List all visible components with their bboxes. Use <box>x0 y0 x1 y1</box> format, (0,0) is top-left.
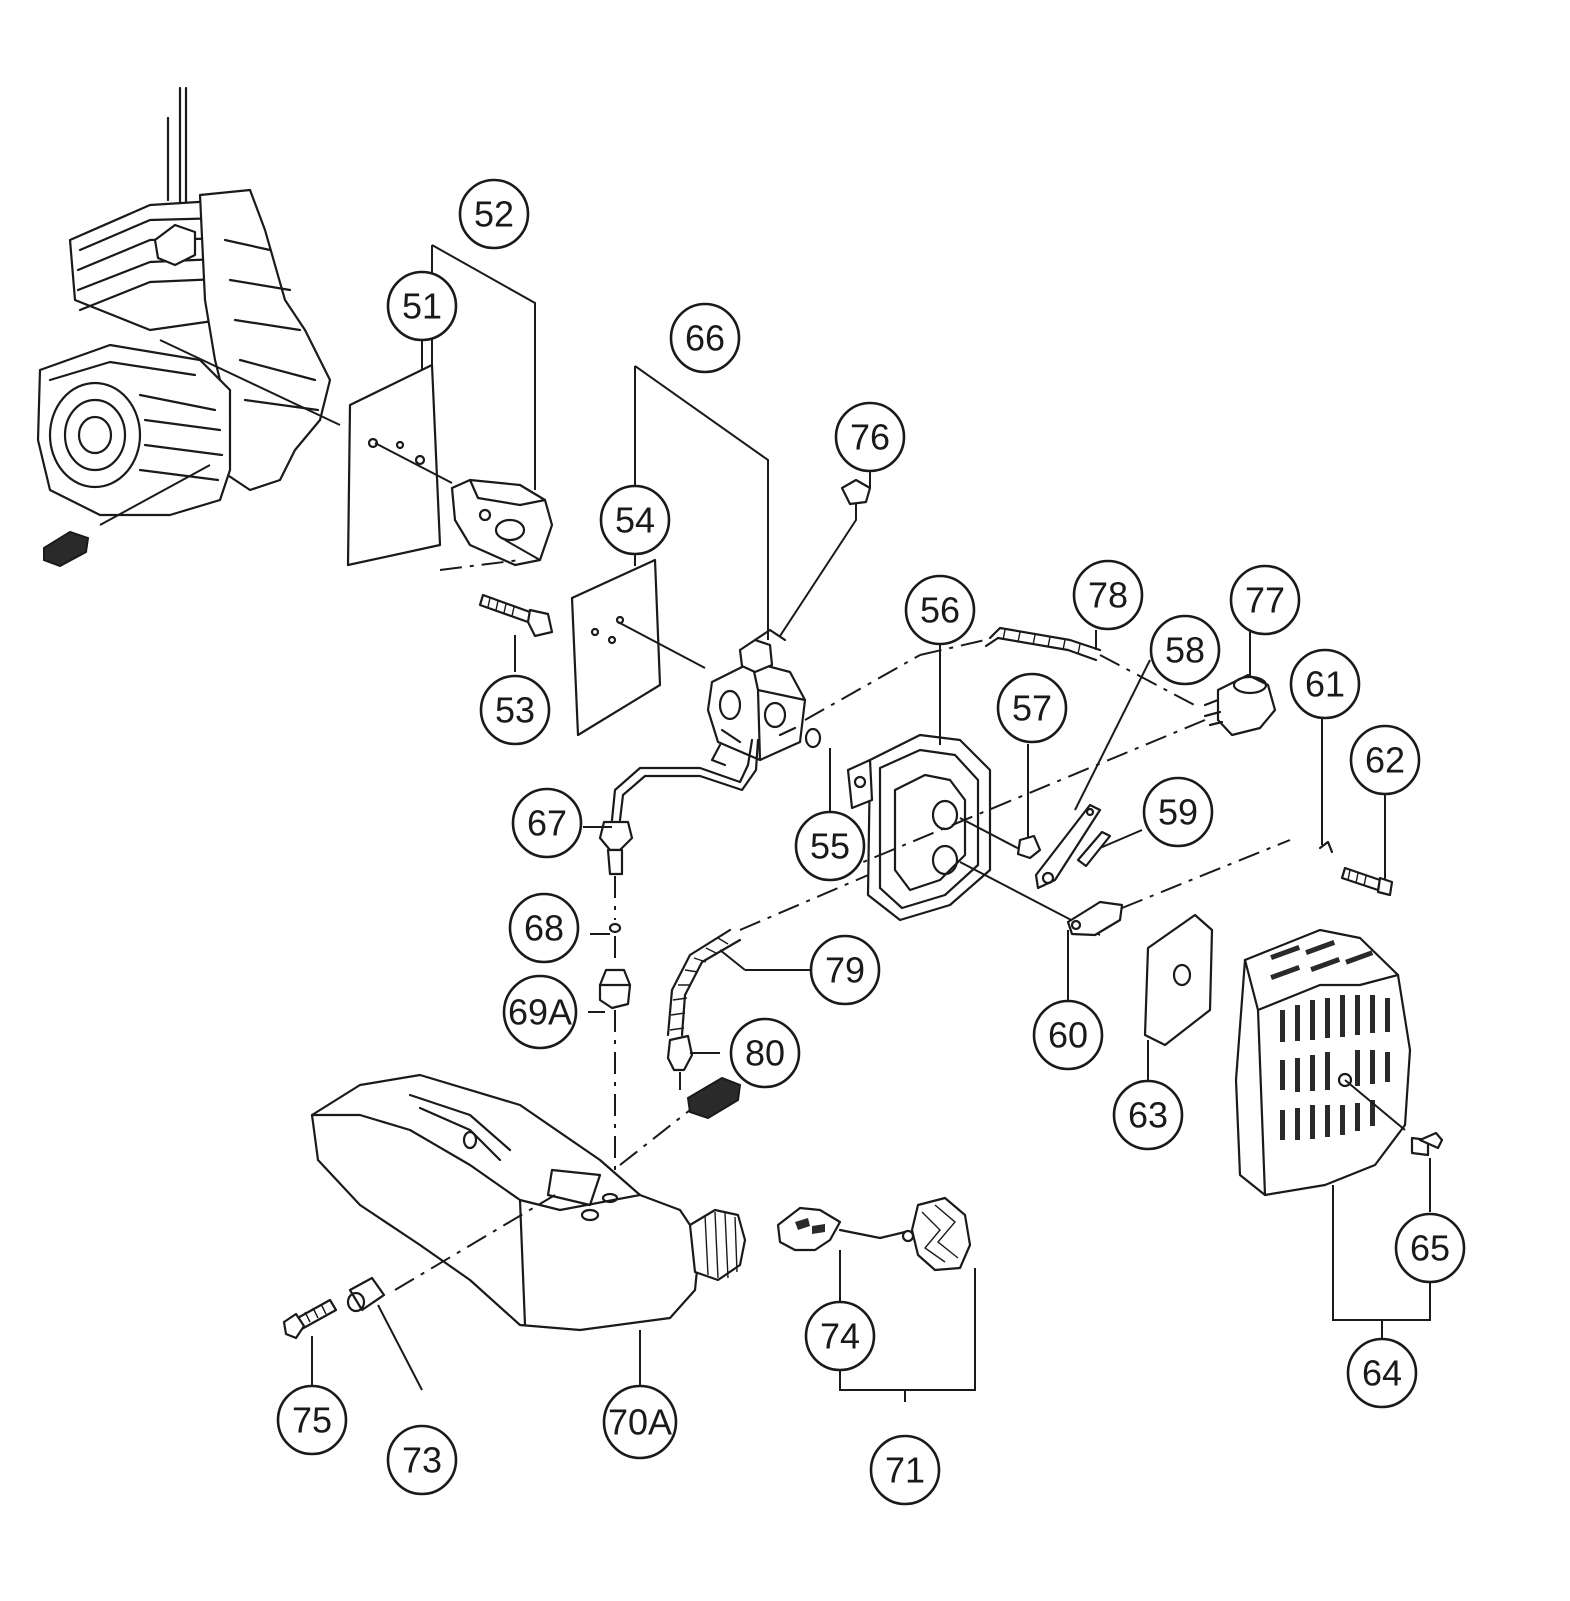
callout-65: 65 <box>1394 1212 1466 1284</box>
callout-label: 79 <box>825 950 865 991</box>
callout-label: 75 <box>292 1400 332 1441</box>
callout-label: 58 <box>1165 630 1205 671</box>
callout-56: 56 <box>904 574 976 646</box>
callout-label: 65 <box>1410 1228 1450 1269</box>
callout-label: 53 <box>495 690 535 731</box>
callout-label: 55 <box>810 826 850 867</box>
callout-label: 78 <box>1088 575 1128 616</box>
filter-69a <box>598 968 632 1178</box>
callout-label: 59 <box>1158 792 1198 833</box>
callout-75: 75 <box>276 1384 348 1456</box>
callout-68: 68 <box>508 892 580 964</box>
callout-label: 63 <box>1128 1095 1168 1136</box>
callout-label: 54 <box>615 500 655 541</box>
callout-label: 61 <box>1305 664 1345 705</box>
hose-78 <box>984 626 1201 709</box>
carburetor-66 <box>706 628 807 767</box>
callout-59: 59 <box>1142 776 1214 848</box>
callout-label: 57 <box>1012 688 1052 729</box>
fuel-tank-70a <box>310 1073 747 1332</box>
callout-label: 71 <box>885 1450 925 1491</box>
collar-73 <box>346 1276 386 1313</box>
callout-label: 76 <box>850 417 890 458</box>
grommet-80 <box>619 1034 742 1166</box>
callout-label: 52 <box>474 194 514 235</box>
callout-label: 60 <box>1048 1015 1088 1056</box>
callout-76: 76 <box>834 401 906 473</box>
callout-52: 52 <box>458 178 530 250</box>
callout-77: 77 <box>1229 564 1301 636</box>
callout-70A: 70A <box>602 1384 678 1460</box>
callout-leader-lines <box>311 244 1431 1402</box>
callout-61: 61 <box>1289 648 1361 720</box>
callout-label: 70A <box>608 1402 672 1443</box>
gasket-54 <box>570 558 706 737</box>
insulator-52 <box>439 478 554 571</box>
air-cleaner-body-56 <box>846 733 1101 936</box>
callout-53: 53 <box>479 674 551 746</box>
callout-label: 73 <box>402 1440 442 1481</box>
callout-71: 71 <box>869 1434 941 1506</box>
callout-label: 80 <box>745 1033 785 1074</box>
bolt-75 <box>282 1298 338 1340</box>
clip-76 <box>779 478 872 637</box>
callout-62: 62 <box>1349 724 1421 796</box>
callout-55: 55 <box>794 810 866 882</box>
clip-61 <box>1318 840 1334 854</box>
primer-pump-77 <box>819 673 1277 881</box>
assembly-axis-lines <box>804 639 986 721</box>
collar-57 <box>1016 834 1042 860</box>
callout-label: 69A <box>508 992 572 1033</box>
callout-label: 56 <box>920 590 960 631</box>
callout-80: 80 <box>729 1017 801 1089</box>
engine-block <box>36 86 341 568</box>
fuel-pipe-67 <box>598 738 760 920</box>
callout-73: 73 <box>386 1424 458 1496</box>
air-filter-element-63 <box>1143 913 1214 1047</box>
callout-label: 68 <box>524 908 564 949</box>
cap-assembly-71 <box>776 1196 972 1272</box>
air-cleaner-cover-64 <box>1234 928 1412 1197</box>
callout-label: 74 <box>820 1316 860 1357</box>
screw-65 <box>1410 1131 1444 1157</box>
plate-58 <box>1034 803 1102 890</box>
callout-60: 60 <box>1032 999 1104 1071</box>
callout-label: 67 <box>527 803 567 844</box>
callout-54: 54 <box>599 484 671 556</box>
bolt-53 <box>478 593 554 638</box>
callout-66: 66 <box>669 302 741 374</box>
bracket-60 <box>1066 839 1291 937</box>
callout-label: 51 <box>402 286 442 327</box>
callout-79: 79 <box>809 934 881 1006</box>
callout-57: 57 <box>996 672 1068 744</box>
callout-74: 74 <box>804 1300 876 1372</box>
ring-68 <box>608 922 622 965</box>
callout-bubbles: 52 51 66 76 54 53 56 78 77 58 57 61 62 5… <box>276 178 1466 1506</box>
callout-label: 62 <box>1365 740 1405 781</box>
callout-69A: 69A <box>502 974 578 1050</box>
callout-64: 64 <box>1346 1337 1418 1409</box>
callout-51: 51 <box>386 270 458 342</box>
cover-vent-slots <box>1270 939 1390 1140</box>
callout-58: 58 <box>1149 614 1221 686</box>
callout-label: 77 <box>1245 580 1285 621</box>
callout-label: 64 <box>1362 1353 1402 1394</box>
oring-55 <box>804 727 822 749</box>
callout-67: 67 <box>511 787 583 859</box>
gasket-51 <box>346 363 453 567</box>
callout-78: 78 <box>1072 559 1144 631</box>
callout-label: 66 <box>685 318 725 359</box>
callout-63: 63 <box>1112 1079 1184 1151</box>
screw-62 <box>1340 866 1394 897</box>
plate-59 <box>1076 830 1112 868</box>
